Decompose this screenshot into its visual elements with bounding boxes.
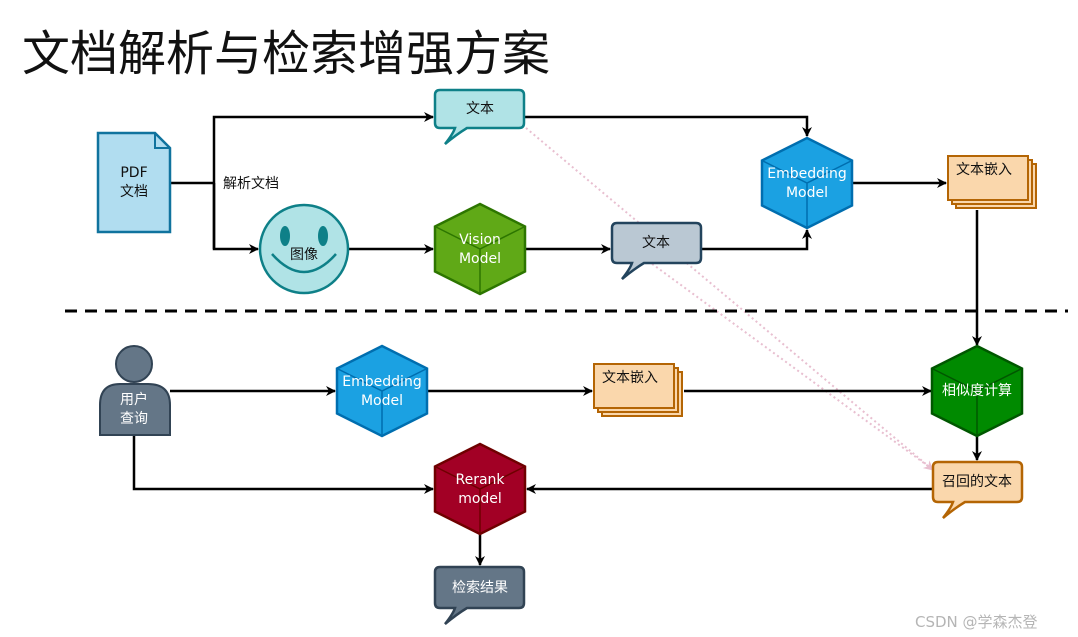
rerank-label-2: model — [458, 491, 502, 507]
edge-query-to-rerank — [132, 435, 434, 494]
parse-document-label: 解析文档 — [223, 176, 279, 192]
dotted-link-vision-text-to-recalled — [639, 254, 929, 467]
watermark: CSDN @学森杰登 — [915, 613, 1038, 631]
smiley-icon — [258, 203, 350, 295]
vision-text-bubble-node[interactable]: 文本 — [610, 221, 703, 280]
search-result-node[interactable]: 检索结果 — [433, 565, 526, 625]
user-query-label-2: 查询 — [120, 411, 148, 427]
cube-edges — [931, 367, 1023, 436]
document-icon — [96, 131, 172, 234]
pdf-label-2: 文档 — [120, 184, 148, 200]
cube-edges — [434, 465, 526, 534]
similarity-label: 相似度计算 — [942, 383, 1012, 399]
query-embedding-label: Embedding — [342, 374, 421, 390]
recalled-text-node[interactable]: 召回的文本 — [931, 460, 1024, 519]
cube-edges — [434, 225, 526, 294]
speech-bubble-icon — [433, 88, 526, 145]
page-title: 文档解析与检索增强方案 — [22, 26, 550, 82]
query-embeddings-label: 文本嵌入 — [602, 370, 658, 386]
query-embedding-model-node[interactable]: Embedding Model — [335, 344, 429, 438]
pdf-document-node[interactable]: PDF 文档 — [96, 131, 172, 234]
recalled-text-label: 召回的文本 — [942, 474, 1012, 490]
similarity-node[interactable]: 相似度计算 — [930, 344, 1024, 438]
text-bubble-label: 文本 — [466, 101, 494, 117]
user-query-node[interactable]: 用户 查询 — [99, 345, 171, 436]
edge-pdf-to-image — [212, 183, 259, 254]
query-embedding-label-2: Model — [361, 393, 403, 409]
user-query-label: 用户 — [120, 391, 148, 408]
edge-vision-text-to-embedding — [701, 229, 812, 251]
pdf-label: PDF — [120, 165, 147, 181]
cube-edges — [336, 367, 428, 436]
vision-model-node[interactable]: Vision Model — [433, 202, 527, 296]
rerank-model-node[interactable]: Rerank model — [433, 442, 527, 536]
stacked-card-icon — [593, 363, 675, 409]
speech-bubble-icon — [610, 221, 703, 280]
embedding-model-label-2: Model — [786, 185, 828, 201]
edge-text-to-embedding — [524, 115, 812, 137]
rerank-label: Rerank — [455, 472, 505, 488]
dotted-link-text-to-recalled — [525, 127, 934, 471]
speech-bubble-icon — [433, 565, 526, 625]
image-node[interactable]: 图像 — [258, 203, 350, 295]
user-body-icon — [99, 383, 171, 436]
stacked-card-icon — [947, 155, 1029, 201]
text-embeddings-label: 文本嵌入 — [956, 162, 1012, 178]
image-label: 图像 — [290, 247, 318, 263]
query-embeddings-node[interactable]: 文本嵌入 — [593, 363, 683, 417]
vision-model-label: Vision — [459, 232, 501, 248]
cube-edges — [761, 159, 853, 228]
speech-bubble-icon — [931, 460, 1024, 519]
vision-text-label: 文本 — [642, 235, 670, 251]
text-bubble-node[interactable]: 文本 — [433, 88, 526, 145]
embedding-model-label: Embedding — [767, 166, 846, 182]
embedding-model-node[interactable]: Embedding Model — [760, 136, 854, 230]
search-result-label: 检索结果 — [452, 579, 508, 596]
text-embeddings-node[interactable]: 文本嵌入 — [947, 155, 1037, 209]
vision-model-label-2: Model — [459, 251, 501, 267]
user-head-icon — [115, 345, 153, 383]
